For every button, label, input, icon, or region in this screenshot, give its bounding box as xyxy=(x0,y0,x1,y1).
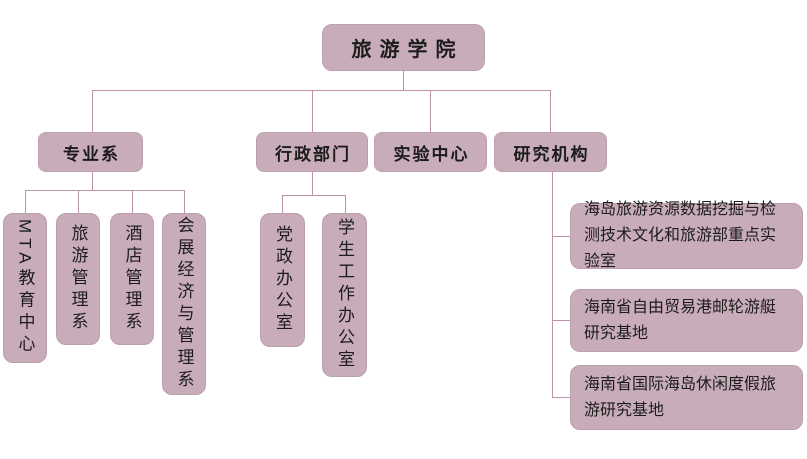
connector-research-spine xyxy=(552,172,553,398)
connector-drop-research xyxy=(550,90,551,132)
connector-professional-rail xyxy=(25,190,185,191)
connector-drop-experiment xyxy=(430,90,431,132)
connector-branch-keylab xyxy=(552,236,570,237)
node-experiment-center: 实验中心 xyxy=(374,132,487,172)
connector-drop-party-office xyxy=(282,195,283,213)
node-professional-departments: 专业系 xyxy=(38,132,143,172)
connector-drop-hotel-mgmt xyxy=(132,190,133,213)
connector-drop-admin xyxy=(312,90,313,132)
node-research-institutions: 研究机构 xyxy=(494,132,607,172)
node-tourism-college: 旅游学院 xyxy=(322,24,485,71)
node-cruise-yacht-research-base: 海南省自由贸易港邮轮游艇研究基地 xyxy=(570,289,803,352)
node-island-leisure-tourism-research-base: 海南省国际海岛休闲度假旅游研究基地 xyxy=(570,365,803,430)
connector-drop-professional xyxy=(92,90,93,132)
node-student-affairs-office: 学生工作办公室 xyxy=(322,213,367,377)
node-party-admin-office: 党政办公室 xyxy=(260,213,305,347)
node-hotel-management-dept: 酒店管理系 xyxy=(110,213,154,345)
connector-admin-rail xyxy=(282,195,346,196)
node-island-tourism-key-laboratory: 海岛旅游资源数据挖掘与检测技术文化和旅游部重点实验室 xyxy=(570,201,803,270)
connector-branch-leisure xyxy=(552,397,570,398)
node-administrative-departments: 行政部门 xyxy=(256,132,368,172)
connector-branch-cruise xyxy=(552,320,570,321)
node-mice-economy-management-dept: 会展经济与管理系 xyxy=(162,213,206,395)
connector-drop-mta xyxy=(25,190,26,213)
connector-professional-feed xyxy=(92,172,93,190)
connector-root-feed xyxy=(403,71,404,90)
connector-drop-mice xyxy=(184,190,185,213)
connector-trunk xyxy=(92,90,551,91)
node-mta-education-center: MTA教育中心 xyxy=(3,213,47,363)
connector-drop-tourism-mgmt xyxy=(78,190,79,213)
connector-admin-feed xyxy=(312,172,313,195)
connector-drop-student-office xyxy=(345,195,346,213)
node-tourism-management-dept: 旅游管理系 xyxy=(56,213,100,345)
